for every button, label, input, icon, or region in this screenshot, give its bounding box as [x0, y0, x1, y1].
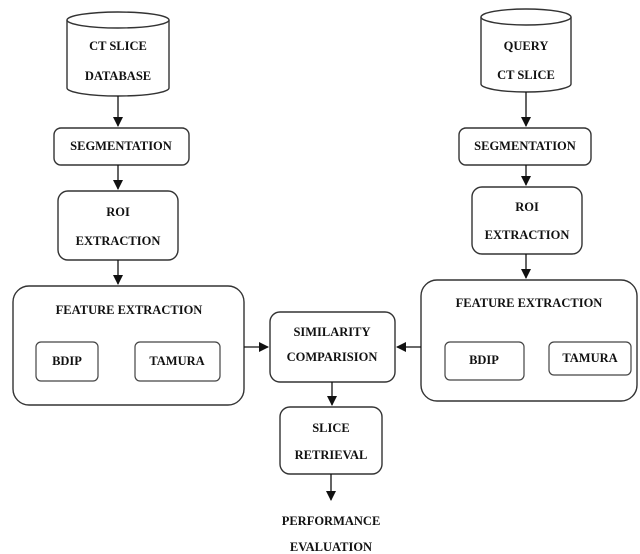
- left-roi-extraction-box: ROI EXTRACTION: [57, 190, 179, 261]
- query-label-line1: QUERY: [504, 39, 549, 53]
- left-roi-label-line1: ROI: [106, 205, 130, 219]
- slice-retrieval-box: SLICE RETRIEVAL: [279, 406, 383, 475]
- right-roi-label-line1: ROI: [515, 200, 539, 214]
- left-tamura-box: TAMURA: [134, 341, 221, 382]
- performance-label-line1: PERFORMANCE: [282, 514, 381, 528]
- left-feature-extraction-box: FEATURE EXTRACTION BDIP TAMURA: [12, 285, 245, 406]
- query-ct-slice-cylinder: QUERY CT SLICE: [480, 8, 572, 93]
- left-tamura-label: TAMURA: [149, 354, 204, 368]
- retrieval-label-line1: SLICE: [312, 421, 350, 435]
- database-label-line2: DATABASE: [85, 69, 151, 83]
- right-feature-extraction-box: FEATURE EXTRACTION BDIP TAMURA: [420, 279, 638, 402]
- right-segmentation-label: SEGMENTATION: [474, 139, 576, 153]
- similarity-label-line2: COMPARISION: [287, 350, 378, 364]
- right-tamura-box: TAMURA: [548, 341, 632, 376]
- left-segmentation-box: SEGMENTATION: [53, 127, 190, 166]
- left-feature-title: FEATURE EXTRACTION: [56, 303, 203, 317]
- similarity-label-line1: SIMILARITY: [293, 325, 370, 339]
- right-tamura-label: TAMURA: [562, 351, 617, 365]
- performance-label-line2: EVALUATION: [290, 540, 372, 554]
- right-feature-title: FEATURE EXTRACTION: [456, 296, 603, 310]
- left-segmentation-label: SEGMENTATION: [70, 139, 172, 153]
- database-label-line1: CT SLICE: [89, 39, 147, 53]
- right-bdip-box: BDIP: [444, 341, 525, 381]
- left-roi-label-line2: EXTRACTION: [76, 234, 161, 248]
- query-label-line2: CT SLICE: [497, 68, 555, 82]
- similarity-comparison-box: SIMILARITY COMPARISION: [269, 311, 396, 383]
- retrieval-label-line2: RETRIEVAL: [295, 448, 368, 462]
- left-bdip-box: BDIP: [35, 341, 99, 382]
- right-roi-extraction-box: ROI EXTRACTION: [471, 186, 583, 255]
- right-bdip-label: BDIP: [469, 353, 499, 367]
- right-segmentation-box: SEGMENTATION: [458, 127, 592, 166]
- right-roi-label-line2: EXTRACTION: [485, 228, 570, 242]
- ct-slice-database-cylinder: CT SLICE DATABASE: [66, 11, 170, 97]
- left-bdip-label: BDIP: [52, 354, 82, 368]
- performance-evaluation-label: PERFORMANCE EVALUATION: [282, 514, 381, 554]
